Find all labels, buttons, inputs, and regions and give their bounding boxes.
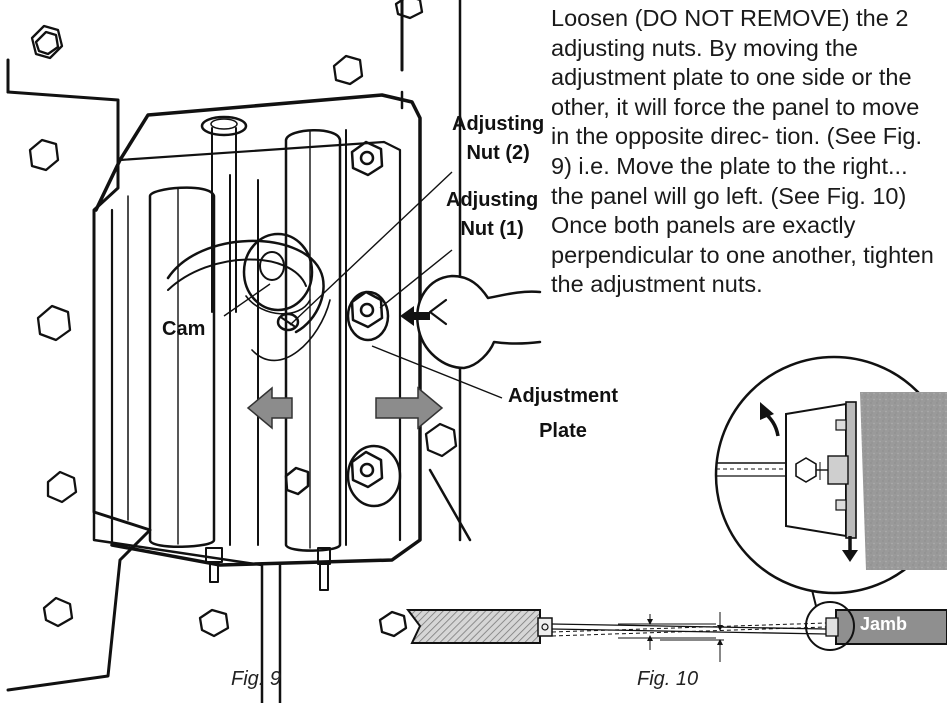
callout-adjustment-plate-line1: Adjustment — [508, 385, 618, 407]
down-arrow-icon — [842, 550, 858, 562]
callout-adjusting-nut-1-line2: Nut (1) — [460, 218, 524, 240]
instructions-paragraph-1: Loosen (DO NOT REMOVE) the 2 adjusting n… — [551, 5, 922, 209]
fig9-drawing — [6, 0, 542, 703]
fig10-drawing — [406, 355, 947, 662]
callout-cam: Cam — [162, 318, 206, 340]
fig10-caption: Fig. 10 — [637, 668, 699, 690]
left-move-arrow-icon — [246, 386, 293, 430]
instructions-paragraph-2: Once both panels are exactly perpendicul… — [551, 212, 934, 298]
right-move-arrow-icon — [375, 386, 444, 430]
instructions-text: Loosen (DO NOT REMOVE) the 2 adjusting n… — [551, 4, 943, 300]
callout-adjustment-plate-line2: Plate — [539, 420, 587, 442]
jamb-label: Jamb — [860, 614, 908, 634]
callout-adjusting-nut-2: Adjusting Nut (2) — [452, 110, 544, 168]
callout-adjusting-nut-1-line1: Adjusting — [446, 189, 539, 211]
wrench-push-arrow-icon — [400, 306, 430, 326]
fig9-leader-lines — [223, 171, 503, 399]
callout-adjustment-plate: Adjustment Plate — [508, 382, 618, 446]
fig9-caption: Fig. 9 — [231, 668, 282, 690]
callout-adjusting-nut-2-line2: Nut (2) — [466, 142, 530, 164]
callout-adjusting-nut-2-line1: Adjusting — [452, 113, 545, 135]
fig9-move-arrows — [246, 386, 444, 430]
callout-adjusting-nut-1: Adjusting Nut (1) — [446, 186, 538, 244]
